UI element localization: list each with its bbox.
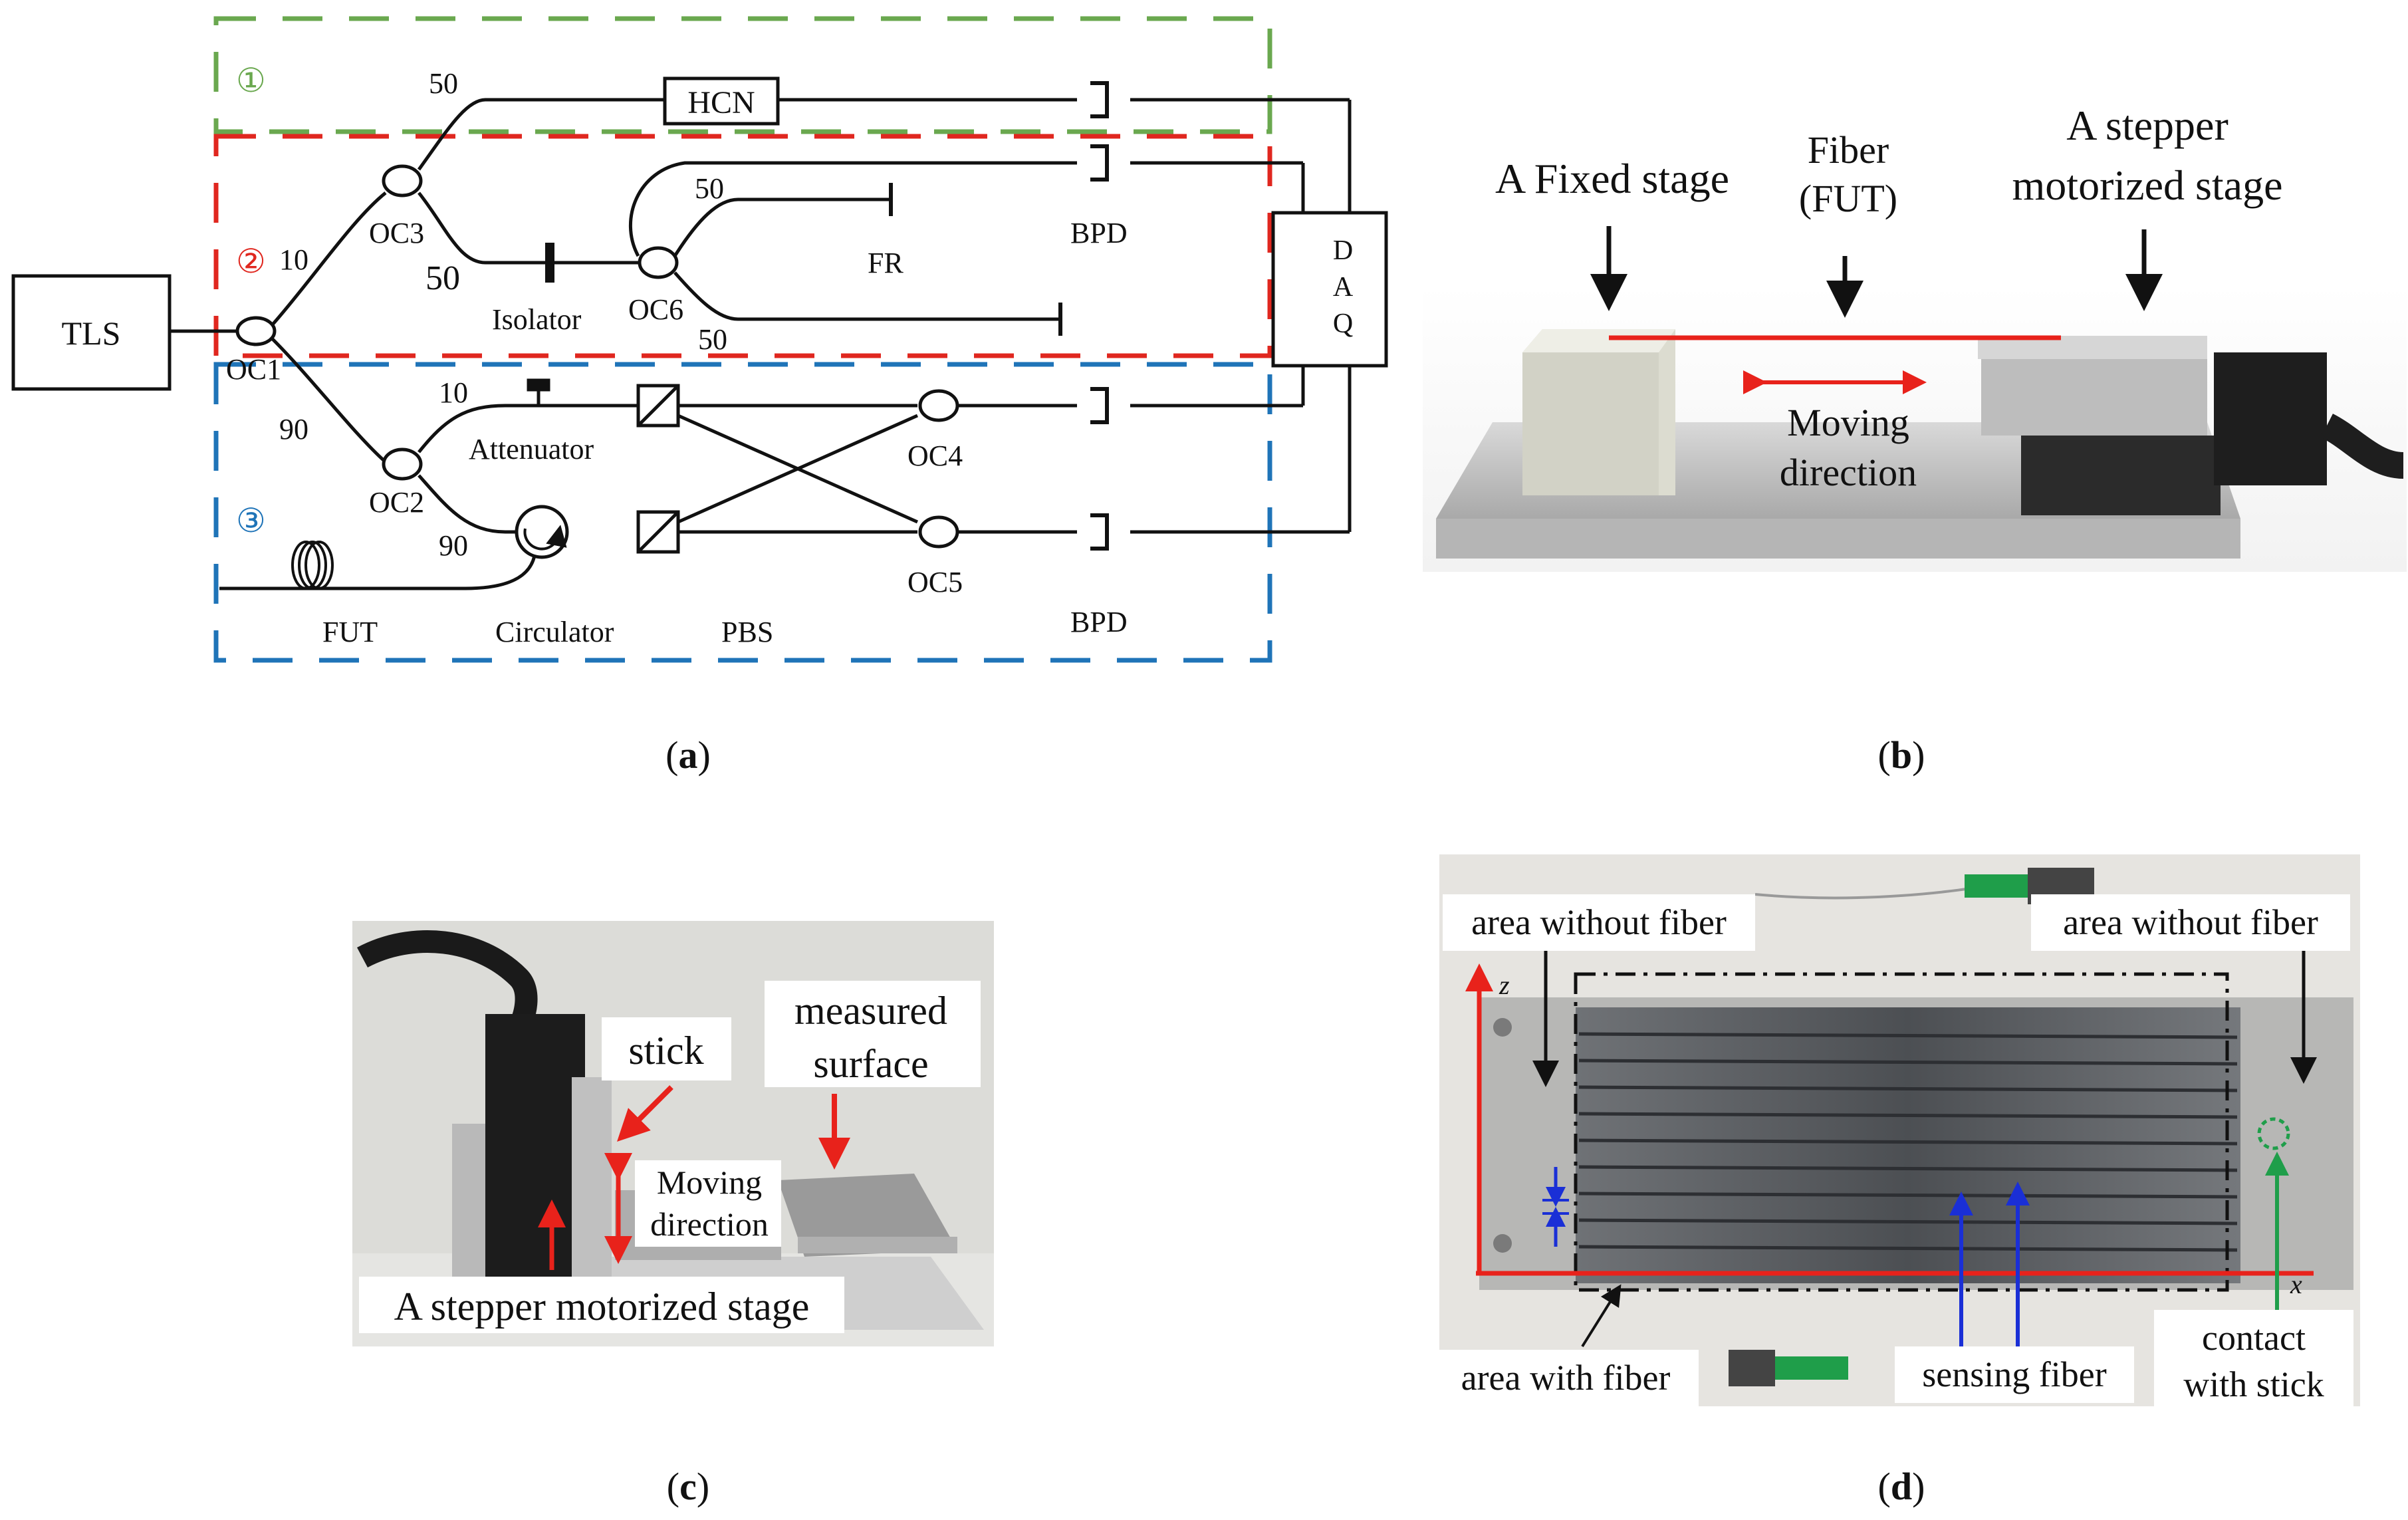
isolator-label: Isolator [492, 303, 582, 336]
daq-label-q: Q [1333, 309, 1353, 339]
ratio-oc2-bottom: 90 [439, 529, 468, 562]
fiber-area-boundary [1574, 972, 2229, 1292]
fut-label: FUT [322, 616, 378, 648]
label-surface-line1: measured [794, 989, 947, 1033]
label-moving-c-line1: Moving [657, 1164, 762, 1201]
oc3-coupler [382, 164, 423, 197]
ratio-oc3-bottom: 50 [425, 259, 460, 297]
caption-a: (a) [665, 733, 711, 777]
caption-c: (c) [667, 1465, 709, 1508]
fiber-area [1576, 1007, 2240, 1283]
ratio-oc1-top: 10 [279, 243, 308, 276]
oc6-coupler [638, 246, 679, 279]
axis-x-label: x [2290, 1269, 2302, 1299]
fiber-paths [170, 98, 1352, 590]
oc5-coupler [918, 515, 959, 549]
label-sensing: sensing fiber [1922, 1354, 2106, 1394]
stepper-motor-c [485, 1014, 585, 1307]
attenuator-label: Attenuator [469, 433, 594, 465]
ratio-oc1-bottom: 90 [279, 413, 308, 445]
bpd-top-label: BPD [1070, 217, 1128, 249]
oc4-coupler [918, 389, 959, 422]
contact-point-marker [2257, 1117, 2290, 1150]
panel-b-photo: A Fixed stage Fiber (FUT) A stepper moto… [1423, 102, 2407, 777]
circulator-symbol [515, 505, 569, 559]
ratio-oc6-bottom: 50 [698, 323, 727, 356]
label-moving-line2: direction [1780, 451, 1917, 494]
label-stick: stick [628, 1029, 703, 1073]
pbs-cube-top [636, 384, 680, 428]
arrow-stick [617, 1085, 673, 1142]
label-stepper-line1: A stepper [2066, 102, 2228, 149]
label-with-fiber: area with fiber [1461, 1358, 1671, 1398]
ratio-oc3-top: 50 [429, 67, 458, 100]
bpd-bottom-detectors [1090, 387, 1109, 551]
tls-box [11, 274, 172, 391]
sensing-fiber-lines [1578, 1032, 2238, 1252]
daq-box [1271, 211, 1388, 368]
isolator-symbol [545, 243, 554, 283]
pbs-cube-bottom [636, 510, 680, 554]
label-fixed-stage: A Fixed stage [1495, 155, 1729, 202]
fut-coil [291, 541, 334, 590]
bpd-top-detectors [1090, 81, 1109, 182]
daq-label-a: A [1333, 272, 1354, 303]
bpd-bottom-label: BPD [1070, 606, 1128, 638]
hcn-box [663, 76, 780, 126]
axis-z-label: z [1499, 970, 1510, 1000]
measured-plate [778, 1174, 957, 1257]
tls-label: TLS [62, 315, 121, 352]
fr-label: FR [868, 247, 903, 279]
oc1-coupler [235, 316, 277, 346]
panel-d-photo: z x area without fiber area without fibe… [1439, 854, 2360, 1508]
oc1-label: OC1 [226, 353, 281, 386]
label-moving-line1: Moving [1787, 401, 1909, 444]
circulator-label: Circulator [495, 616, 614, 648]
label-moving-c-line2: direction [650, 1205, 769, 1243]
label-stepper-line2: motorized stage [2012, 162, 2283, 209]
caption-d: (d) [1878, 1465, 1925, 1508]
label-surface-line2: surface [813, 1042, 928, 1086]
label-fiber-line2: (FUT) [1799, 177, 1897, 220]
oc3-label: OC3 [369, 217, 424, 249]
oc5-label: OC5 [907, 566, 963, 598]
ratio-oc6-top: 50 [695, 172, 724, 205]
arrow-with-fiber [1581, 1284, 1622, 1348]
panel-a-schematic: ① ② ③ [11, 16, 1388, 777]
caption-b: (b) [1878, 733, 1925, 777]
label-without-left: area without fiber [1471, 902, 1727, 942]
label-contact-line2: with stick [2183, 1364, 2324, 1404]
region-1-marker: ① [236, 62, 266, 99]
pbs-label: PBS [721, 616, 773, 648]
region-3-marker: ③ [236, 502, 266, 539]
oc6-label: OC6 [628, 293, 683, 326]
region-2-marker: ② [236, 243, 266, 280]
hcn-label: HCN [687, 85, 755, 120]
region-3-box [213, 362, 1272, 663]
label-contact-line1: contact [2202, 1318, 2306, 1358]
region-2-box [213, 134, 1272, 358]
label-stepper-c: A stepper motorized stage [394, 1285, 810, 1329]
panel-c-photo: stick measured surface Moving direction … [352, 921, 994, 1508]
oc4-label: OC4 [907, 440, 963, 472]
daq-label-d: D [1333, 235, 1353, 266]
stepper-motor [2214, 352, 2327, 485]
label-without-right: area without fiber [2063, 902, 2318, 942]
oc2-coupler [382, 447, 423, 481]
label-fiber-line1: Fiber [1808, 128, 1889, 172]
oc2-label: OC2 [369, 486, 424, 519]
ratio-oc2-top: 10 [439, 376, 468, 409]
region-1-box [213, 16, 1272, 134]
